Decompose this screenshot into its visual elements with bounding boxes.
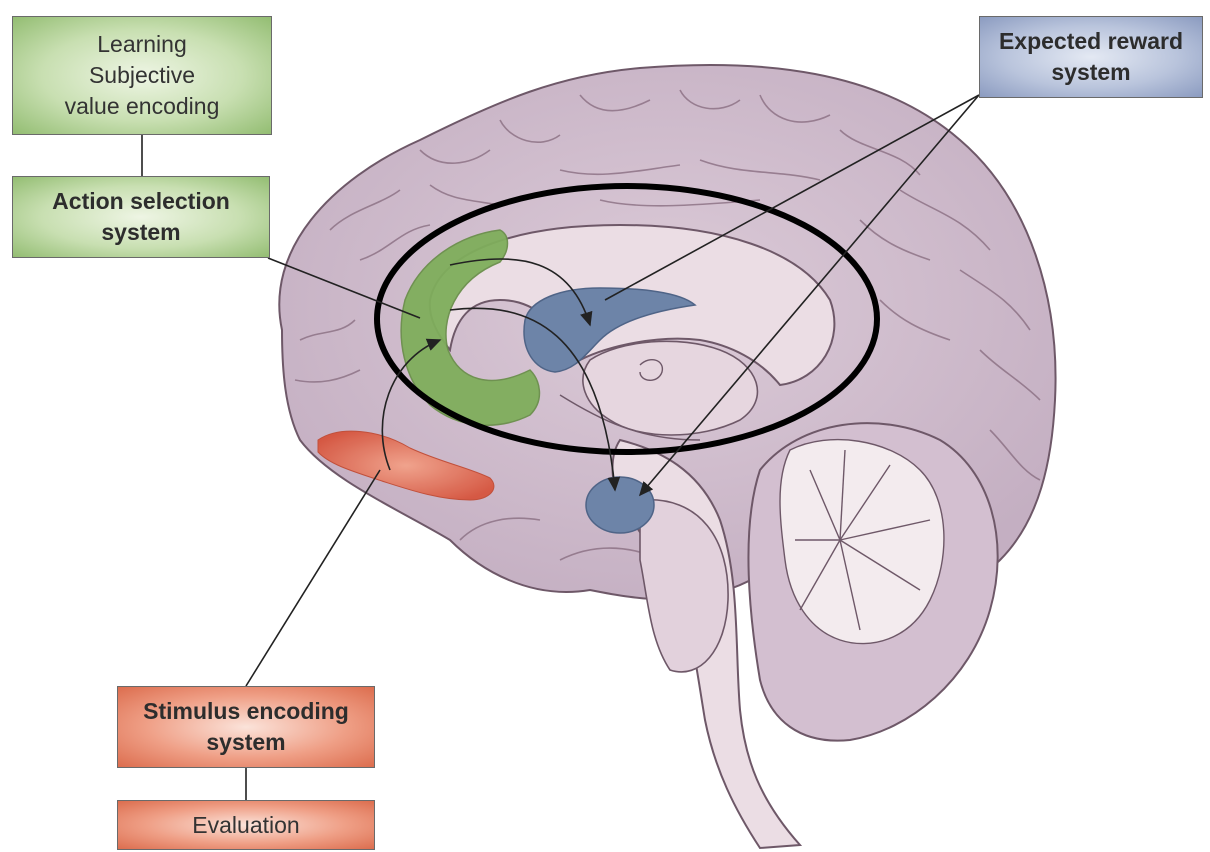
expected-reward-box: Expected reward system [979, 16, 1203, 98]
expected-reward-region-lower [586, 477, 654, 533]
expected-line-1: Expected reward [999, 26, 1183, 57]
arbor-vitae [780, 440, 944, 644]
stimulus-line-2: system [206, 727, 285, 758]
action-line-2: system [101, 217, 180, 248]
stimulus-line-1: Stimulus encoding [143, 696, 349, 727]
expected-line-2: system [1051, 57, 1130, 88]
stimulus-encoding-box: Stimulus encoding system [117, 686, 375, 768]
evaluation-label: Evaluation [192, 810, 299, 841]
learning-line-1: Learning [97, 29, 187, 60]
action-selection-box: Action selection system [12, 176, 270, 258]
learning-line-3: value encoding [65, 91, 220, 122]
learning-box: Learning Subjective value encoding [12, 16, 272, 135]
action-line-1: Action selection [52, 186, 230, 217]
learning-line-2: Subjective [89, 60, 195, 91]
evaluation-box: Evaluation [117, 800, 375, 850]
